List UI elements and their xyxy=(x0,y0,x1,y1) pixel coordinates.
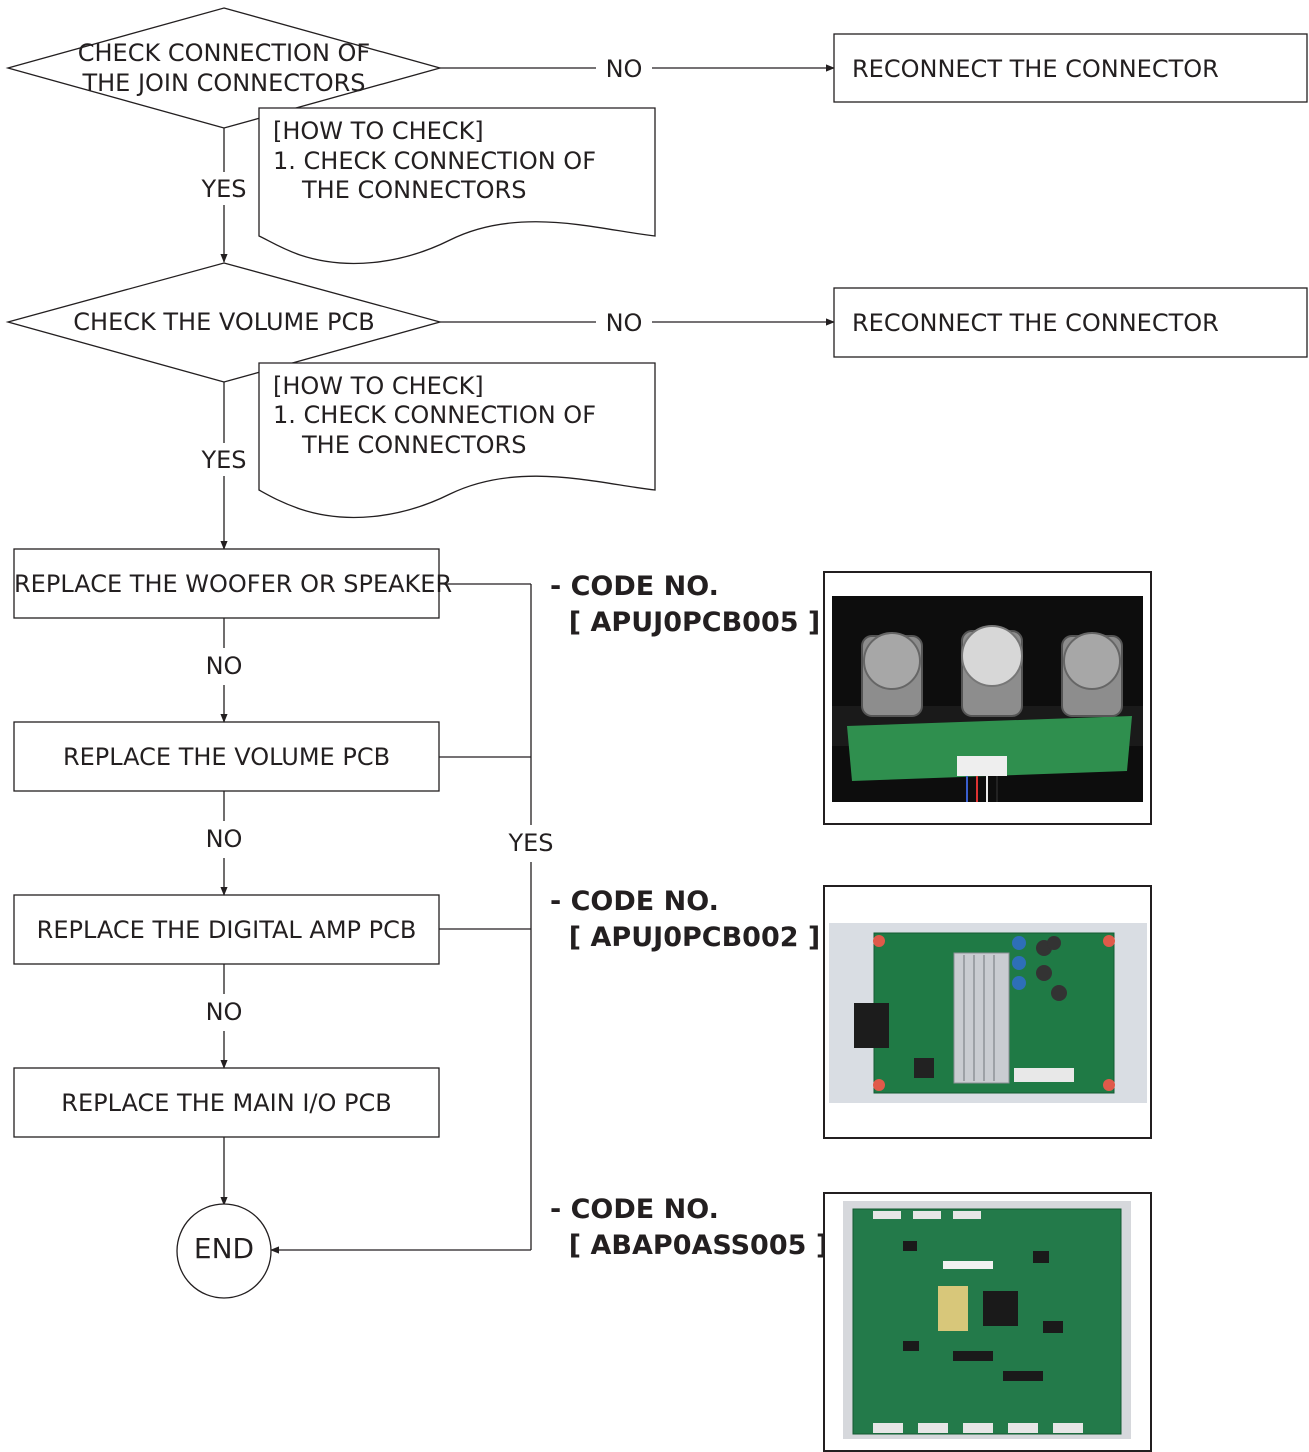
digital-amp-pcb-photo xyxy=(829,923,1147,1103)
note-2-line3: THE CONNECTORS xyxy=(302,430,526,460)
part-code-number: [ APUJ0PCB002 ] xyxy=(550,921,820,955)
no-label: NO xyxy=(194,997,254,1027)
step-text-main-io: REPLACE THE MAIN I/O PCB xyxy=(14,1088,439,1118)
decision-1-text-line2: THE JOIN CONNECTORS xyxy=(8,68,440,98)
step-text-woofer: REPLACE THE WOOFER OR SPEAKER xyxy=(14,569,439,599)
digital-amp-pcb-photo-frame xyxy=(823,885,1152,1139)
note-2-line1: [HOW TO CHECK] xyxy=(273,371,484,401)
part-code-heading: - CODE NO. xyxy=(550,885,719,919)
end-label: END xyxy=(177,1234,271,1264)
note-1-line3: THE CONNECTORS xyxy=(302,175,526,205)
part-code-heading: - CODE NO. xyxy=(550,570,719,604)
part-code-number: [ ABAP0ASS005 ] xyxy=(550,1229,828,1263)
main-io-pcb-photo xyxy=(843,1201,1131,1439)
volume-pcb-photo xyxy=(832,596,1143,802)
note-1-line1: [HOW TO CHECK] xyxy=(273,116,484,146)
no-label: NO xyxy=(194,651,254,681)
step-text-digital-amp: REPLACE THE DIGITAL AMP PCB xyxy=(14,915,439,945)
note-1-line2: 1. CHECK CONNECTION OF xyxy=(273,146,596,176)
decision-1-text-line1: CHECK CONNECTION OF xyxy=(8,38,440,68)
no-label: NO xyxy=(194,824,254,854)
main-io-pcb-photo-frame xyxy=(823,1192,1152,1452)
yes-label: YES xyxy=(501,828,561,858)
yes-label: YES xyxy=(194,445,254,475)
no-label: NO xyxy=(596,54,652,84)
volume-pcb-photo-frame xyxy=(823,571,1152,825)
part-code-heading: - CODE NO. xyxy=(550,1193,719,1227)
note-2-line2: 1. CHECK CONNECTION OF xyxy=(273,400,596,430)
yes-label: YES xyxy=(194,174,254,204)
step-text-volume: REPLACE THE VOLUME PCB xyxy=(14,742,439,772)
decision-2-text: CHECK THE VOLUME PCB xyxy=(8,307,440,337)
no-label: NO xyxy=(596,308,652,338)
reconnect-text-1: RECONNECT THE CONNECTOR xyxy=(852,54,1219,84)
reconnect-text-2: RECONNECT THE CONNECTOR xyxy=(852,308,1219,338)
part-code-number: [ APUJ0PCB005 ] xyxy=(550,606,820,640)
